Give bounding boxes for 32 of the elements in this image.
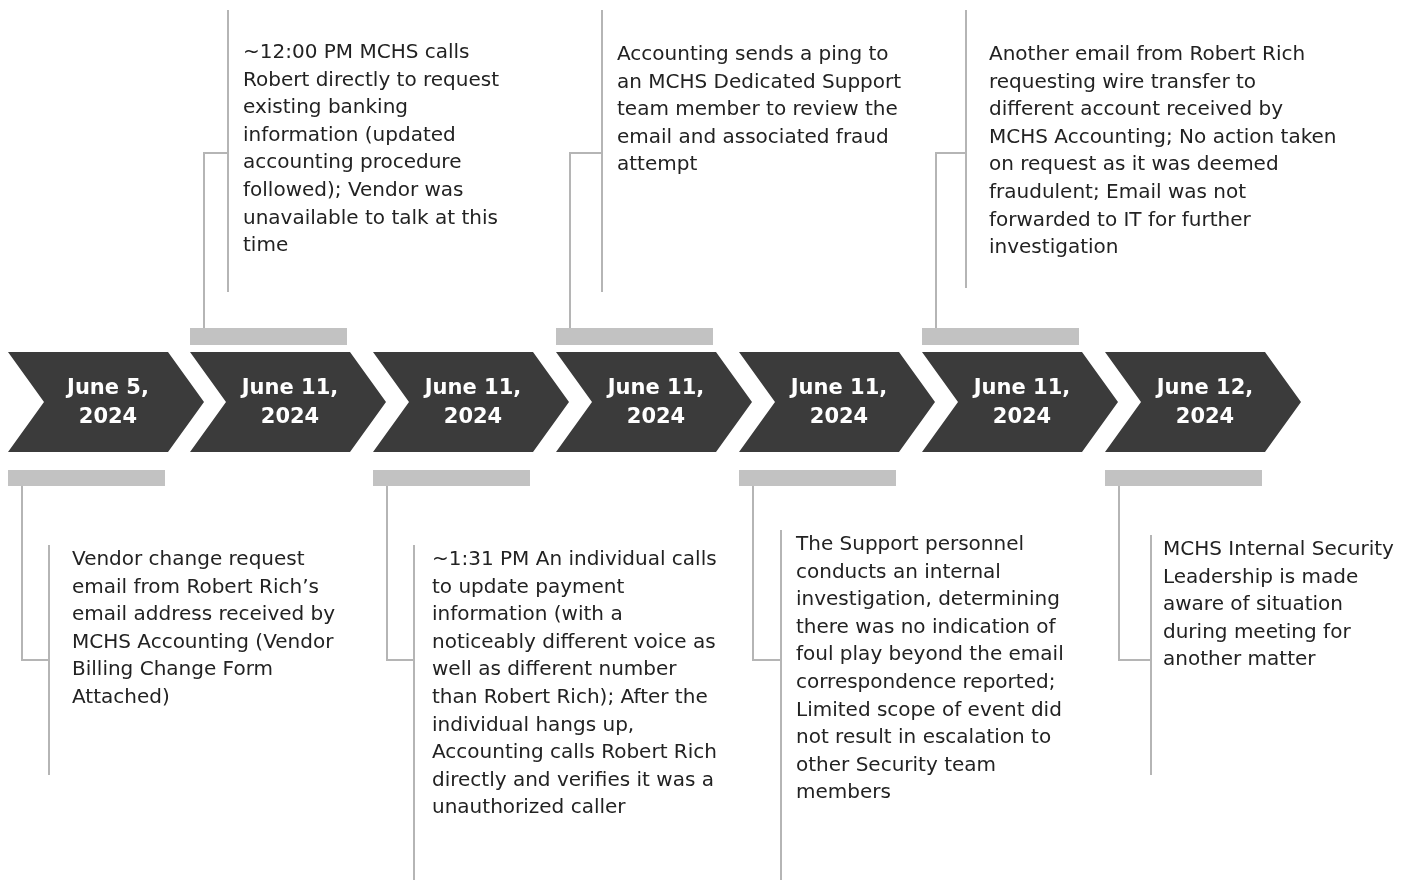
event-description: ~12:00 PM MCHS calls Robert directly to request existing banking information (updated accounting procedure followed); Vendor was unavailable to talk at this time xyxy=(243,38,501,259)
leader-line xyxy=(21,485,49,661)
divider-bar xyxy=(1105,470,1262,486)
date-label: June 5, 2024 xyxy=(64,374,150,430)
leader-line xyxy=(752,485,781,661)
chevron-shape xyxy=(1105,352,1301,452)
event-description: Another email from Robert Rich requesting wire transfer to different account received by MCHS Accounting; No action taken on request as it was deemed fraudulent; Email was not forwarded to IT for further investigation xyxy=(989,40,1338,261)
chevron-shape xyxy=(556,352,752,452)
chevron-shape xyxy=(922,352,1118,452)
date-label: June 11, 2024 xyxy=(606,374,706,430)
divider-bar xyxy=(739,470,896,486)
chevron-shape xyxy=(8,352,204,452)
leader-line xyxy=(1118,485,1151,661)
date-label: June 11, 2024 xyxy=(972,374,1072,430)
leader-line xyxy=(386,485,414,661)
divider-bar xyxy=(556,328,713,345)
divider-bar xyxy=(373,470,530,486)
divider-bar xyxy=(190,328,347,345)
event-description: Vendor change request email from Robert Rich’s email address received by MCHS Accounting (Vendor Billing Change Form Attached) xyxy=(72,545,337,710)
event-description: MCHS Internal Security Leadership is made aware of situation during meeting for another matter xyxy=(1163,535,1395,673)
date-label: June 11, 2024 xyxy=(240,374,340,430)
date-label: June 11, 2024 xyxy=(789,374,889,430)
date-label: June 11, 2024 xyxy=(423,374,523,430)
divider-bar xyxy=(922,328,1079,345)
chevron-shape xyxy=(190,352,386,452)
event-description: Accounting sends a ping to an MCHS Dedicated Support team member to review the email and associated fraud attempt xyxy=(617,40,903,178)
chevron-shape xyxy=(739,352,935,452)
event-description: The Support personnel conducts an internal investigation, determining there was no indication of foul play beyond the email correspondence reported; Limited scope of event did not result in escalation to other Security team members xyxy=(796,530,1065,806)
chevron-shape xyxy=(373,352,569,452)
event-description: ~1:31 PM An individual calls to update payment information (with a noticeably different voice as well as different number than Robert Rich); After the individual hangs up, Accounting calls Robert Rich directly and verifies it was a unauthorized caller xyxy=(432,545,718,821)
divider-bar xyxy=(8,470,165,486)
date-label: June 12, 2024 xyxy=(1155,374,1255,430)
